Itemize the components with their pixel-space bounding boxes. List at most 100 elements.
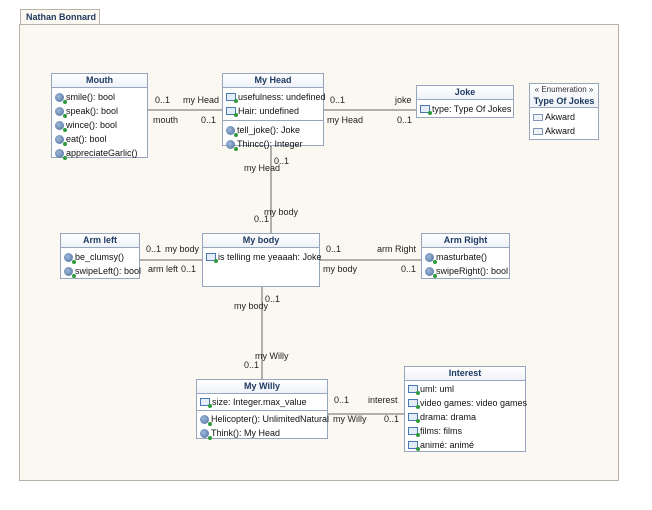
attribute-row[interactable]: Hair: undefined <box>226 104 321 118</box>
operation-icon <box>425 266 437 278</box>
class-mouth[interactable]: Mouth smile(): bool speak(): bool wince(… <box>51 73 148 160</box>
operation-row[interactable]: swipeRight(): bool <box>425 264 508 278</box>
operation-row[interactable]: speak(): bool <box>55 104 145 118</box>
attribute-icon <box>408 441 420 451</box>
role-label: my Head <box>244 163 281 173</box>
operation-row[interactable]: eat(): bool <box>55 132 145 146</box>
attribute-icon <box>420 105 432 115</box>
role-label: mouth <box>153 115 179 125</box>
class-joke[interactable]: Joke type: Type Of Jokes <box>416 85 514 118</box>
enum-literals: Akward Akward <box>530 108 598 140</box>
class-my-body[interactable]: My body is telling me yeaaah: Joke <box>202 233 322 287</box>
class-my-willy[interactable]: My Willy size: Integer.max_value Helicop… <box>196 379 329 441</box>
attribute-icon <box>408 399 420 409</box>
multiplicity-label: 0..1 <box>265 294 281 304</box>
multiplicity-label: 0..1 <box>146 244 162 254</box>
operation-row[interactable]: tell_joke(): Joke <box>226 123 321 137</box>
class-arm-left-operations: be_clumsy() swipeLeft(): bool <box>61 248 141 280</box>
attribute-icon <box>226 93 238 103</box>
class-mouth-operations: smile(): bool speak(): bool wince(): boo… <box>52 88 147 162</box>
operation-icon <box>425 252 437 264</box>
attribute-row[interactable]: films: films <box>408 424 523 438</box>
role-label: my body <box>323 264 358 274</box>
role-label: my body <box>234 301 269 311</box>
operation-row[interactable]: Thincc(): Integer <box>226 137 321 151</box>
role-label: my body <box>165 244 200 254</box>
attribute-icon <box>408 385 420 395</box>
class-my-willy-operations: Helicopter(): UnlimitedNatural Think(): … <box>197 410 329 441</box>
multiplicity-label: 0..1 <box>274 156 290 166</box>
role-label: interest <box>368 395 398 405</box>
role-label: my body <box>264 207 299 217</box>
operation-icon <box>226 125 238 137</box>
role-label: my Willy <box>333 414 367 424</box>
class-my-body-name: My body <box>203 234 319 248</box>
class-joke-name: Joke <box>417 86 513 100</box>
enum-header: « Enumeration » Type Of Jokes <box>530 84 598 108</box>
enum-name: Type Of Jokes <box>533 96 595 106</box>
attribute-row[interactable]: animé: animé <box>408 438 523 452</box>
class-my-head-operations: tell_joke(): Joke Thincc(): Integer <box>223 120 323 153</box>
operation-icon <box>200 428 212 440</box>
attribute-row[interactable]: is telling me yeaaah: Joke <box>206 250 322 264</box>
operation-row[interactable]: be_clumsy() <box>64 250 137 264</box>
literal-icon <box>533 113 543 121</box>
class-interest-attributes: uml: uml video games: video games drama:… <box>405 381 527 454</box>
operation-icon <box>200 414 212 426</box>
role-label: my Willy <box>255 351 289 361</box>
class-arm-left[interactable]: Arm left be_clumsy() swipeLeft(): bool <box>60 233 141 280</box>
operation-row[interactable]: Helicopter(): UnlimitedNatural <box>200 412 329 426</box>
operation-row[interactable]: smile(): bool <box>55 90 145 104</box>
class-my-body-attributes: is telling me yeaaah: Joke <box>203 248 322 266</box>
attribute-row[interactable]: video games: video games <box>408 396 527 410</box>
attribute-row[interactable]: size: Integer.max_value <box>200 395 325 409</box>
class-arm-right[interactable]: Arm Right masturbate() swipeRight(): boo… <box>421 233 510 279</box>
attribute-icon <box>206 253 218 263</box>
multiplicity-label: 0..1 <box>244 360 260 370</box>
class-interest[interactable]: Interest uml: uml video games: video gam… <box>404 366 527 454</box>
operation-row[interactable]: masturbate() <box>425 250 507 264</box>
multiplicity-label: 0..1 <box>181 264 197 274</box>
operation-row[interactable]: Think(): My Head <box>200 426 325 440</box>
multiplicity-label: 0..1 <box>384 414 400 424</box>
class-my-willy-name: My Willy <box>197 380 327 394</box>
operation-icon <box>55 148 67 160</box>
attribute-icon <box>408 413 420 423</box>
multiplicity-label: 0..1 <box>334 395 350 405</box>
attribute-icon <box>408 427 420 437</box>
role-label: arm left <box>148 264 179 274</box>
attribute-row[interactable]: type: Type Of Jokes <box>420 102 511 116</box>
class-arm-right-operations: masturbate() swipeRight(): bool <box>422 248 509 280</box>
role-label: my Head <box>327 115 364 125</box>
class-mouth-name: Mouth <box>52 74 147 88</box>
class-interest-name: Interest <box>405 367 525 381</box>
operation-row[interactable]: appreciateGarlic() <box>55 146 145 160</box>
role-label: my Head <box>183 95 220 105</box>
literal-row[interactable]: Akward <box>533 110 596 124</box>
literal-icon <box>533 127 543 135</box>
operation-icon <box>226 139 238 151</box>
operation-row[interactable]: swipeLeft(): bool <box>64 264 141 278</box>
role-label: joke <box>395 95 412 105</box>
operation-icon <box>64 266 76 278</box>
attribute-row[interactable]: usefulness: undefined <box>226 90 326 104</box>
operation-row[interactable]: wince(): bool <box>55 118 145 132</box>
attribute-row[interactable]: drama: drama <box>408 410 523 424</box>
literal-row[interactable]: Akward <box>533 124 596 138</box>
multiplicity-label: 0..1 <box>330 95 346 105</box>
multiplicity-label: 0..1 <box>326 244 342 254</box>
operation-icon <box>64 252 76 264</box>
package-tab[interactable]: Nathan Bonnard <box>20 9 100 24</box>
attribute-row[interactable]: uml: uml <box>408 382 523 396</box>
multiplicity-label: 0..1 <box>201 115 217 125</box>
operation-icon <box>55 106 67 118</box>
enum-type-of-jokes[interactable]: « Enumeration » Type Of Jokes Akward Akw… <box>529 83 599 140</box>
multiplicity-label: 0..1 <box>397 115 413 125</box>
class-joke-attributes: type: Type Of Jokes <box>417 100 513 118</box>
class-my-head[interactable]: My Head usefulness: undefined Hair: unde… <box>222 73 326 151</box>
attribute-icon <box>200 398 212 408</box>
multiplicity-label: 0..1 <box>401 264 417 274</box>
class-my-head-attributes: usefulness: undefined Hair: undefined <box>223 88 326 120</box>
class-my-head-name: My Head <box>223 74 323 88</box>
